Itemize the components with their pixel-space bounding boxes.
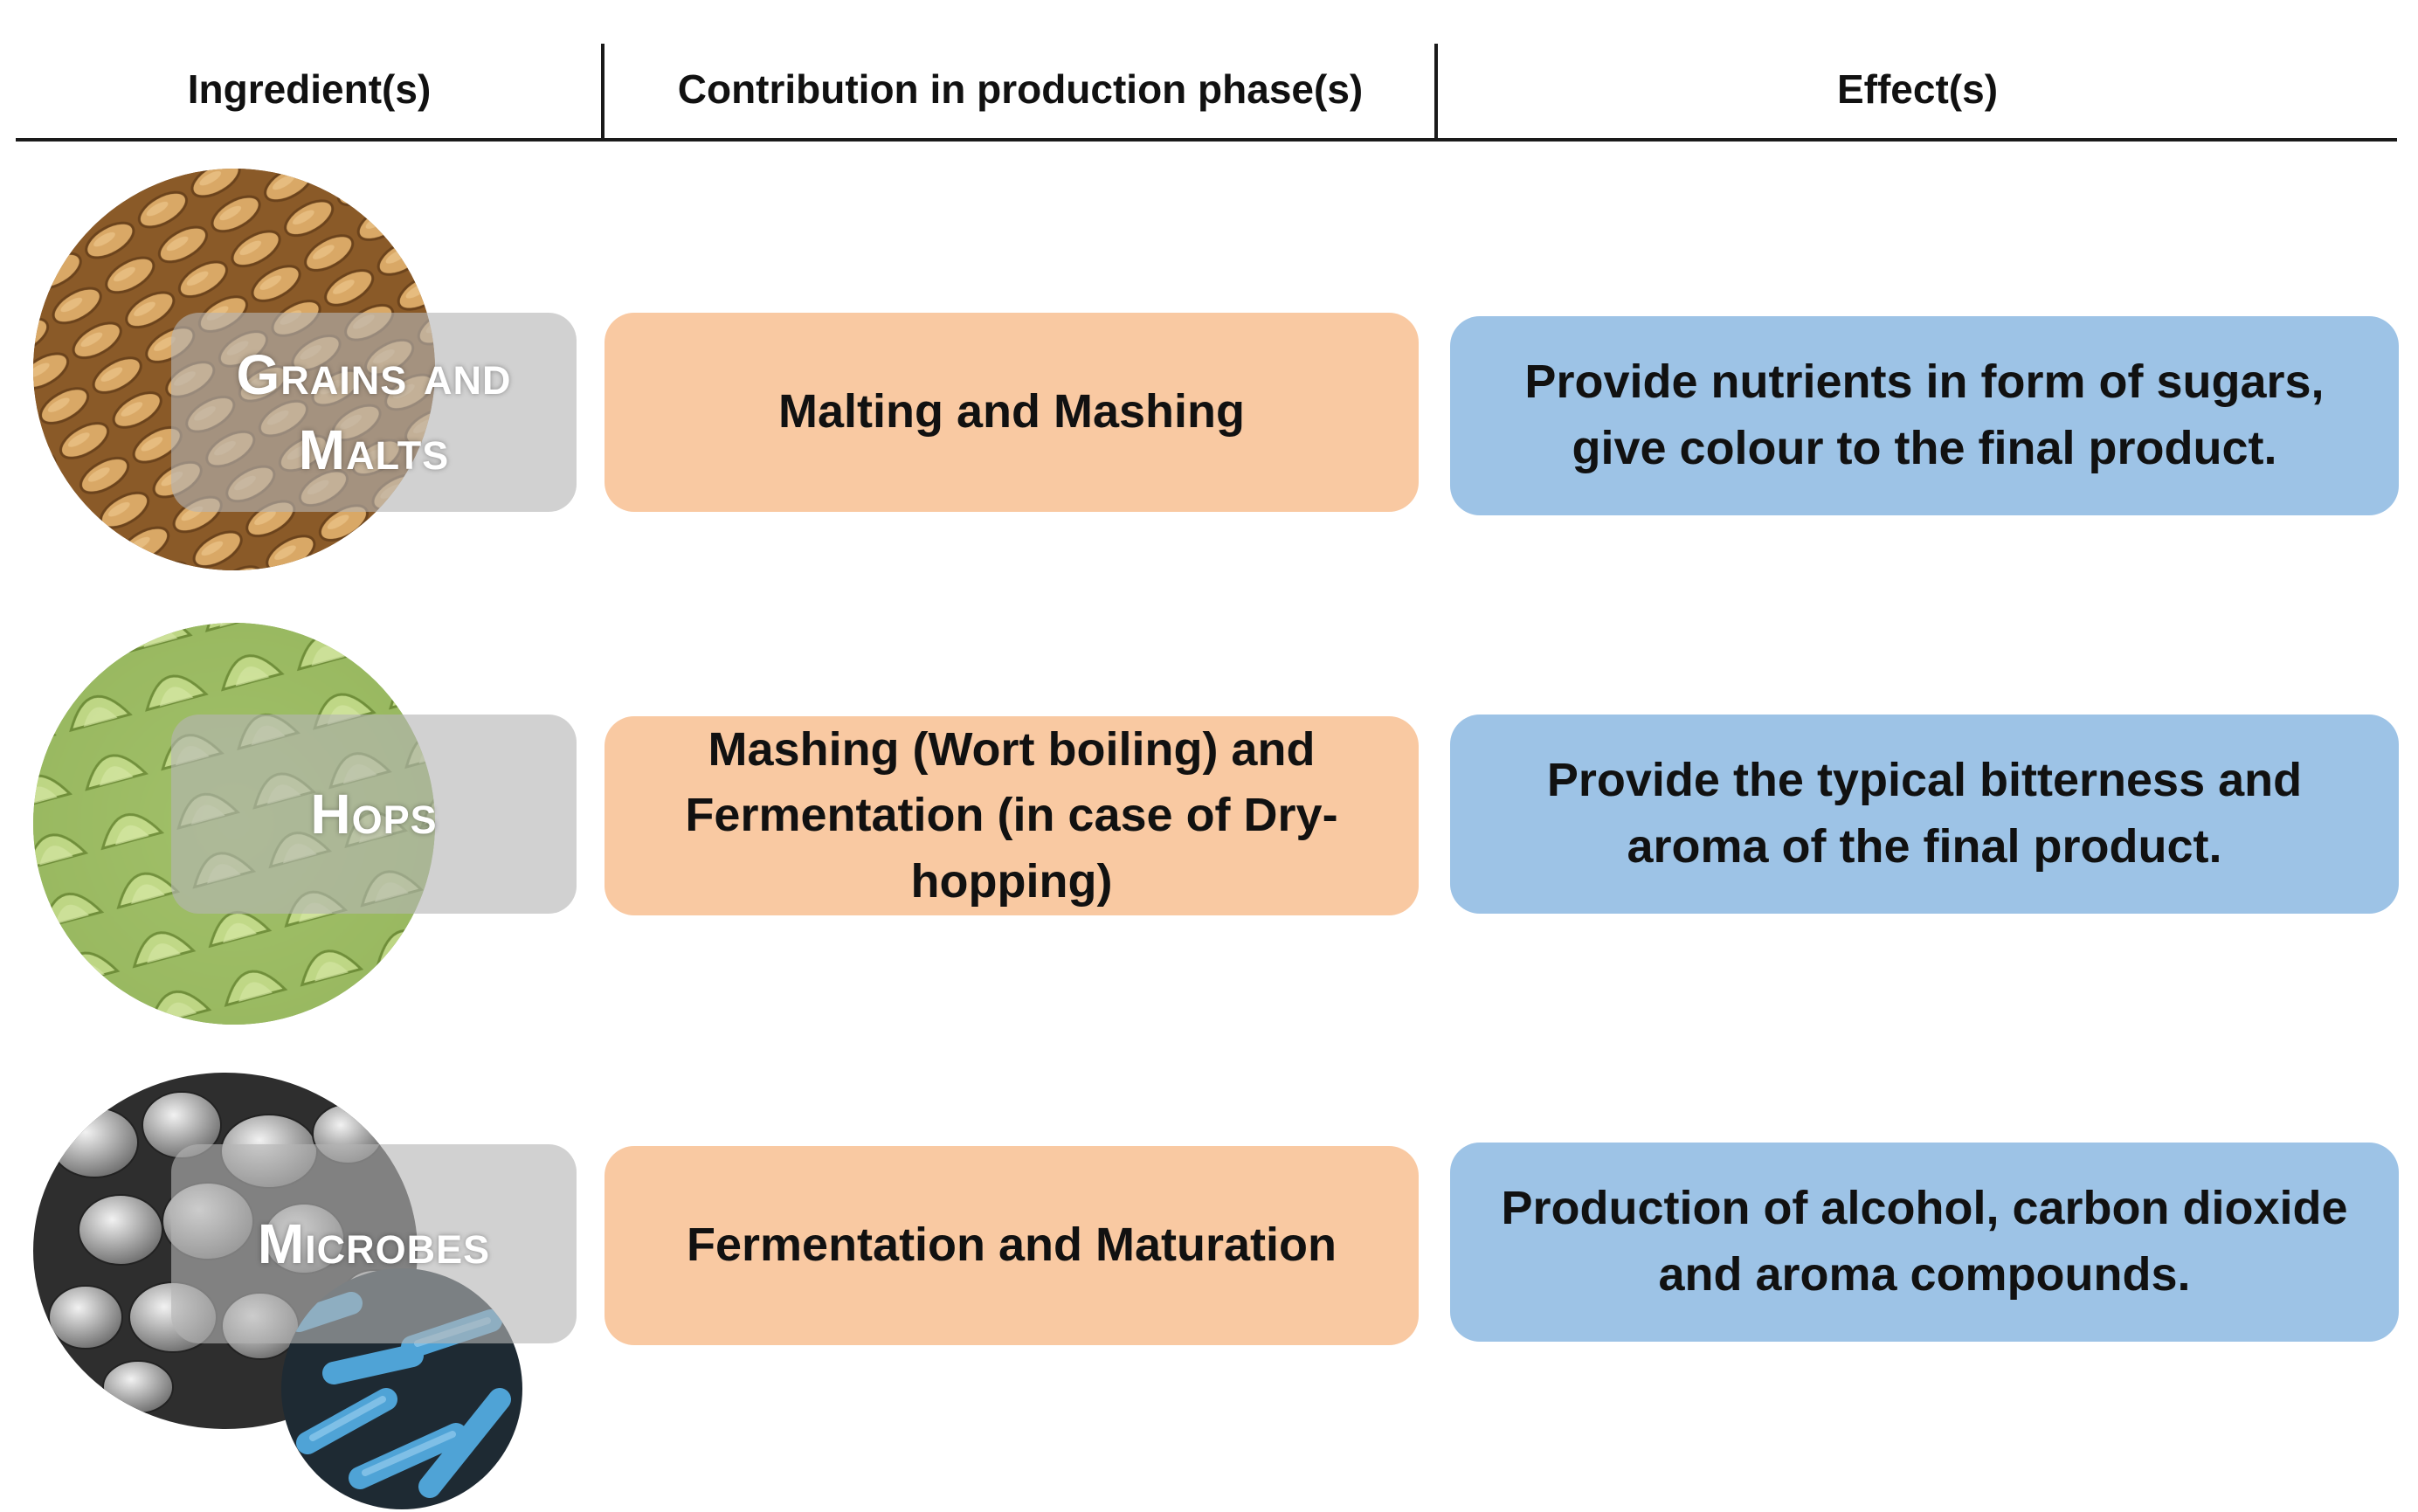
header-ingredients: Ingredient(s): [187, 66, 432, 112]
effect-box-grains: Provide nutrients in form of sugars, giv…: [1450, 316, 2399, 515]
header-contribution: Contribution in production phase(s): [677, 66, 1364, 112]
header-rule: [16, 138, 2397, 142]
ingredient-label-hops: Hops: [171, 715, 577, 914]
ingredient-label-grains: Grains and Malts: [171, 313, 577, 512]
header-effects: Effect(s): [1836, 66, 1999, 112]
header-divider: [1434, 44, 1438, 140]
phase-box-grains: Malting and Mashing: [604, 313, 1419, 512]
effect-box-microbes: Production of alcohol, carbon dioxide an…: [1450, 1143, 2399, 1342]
header-divider: [601, 44, 604, 140]
phase-box-hops: Mashing (Wort boiling) and Fermentation …: [604, 716, 1419, 915]
phase-box-microbes: Fermentation and Maturation: [604, 1146, 1419, 1345]
effect-box-hops: Provide the typical bitterness and aroma…: [1450, 715, 2399, 914]
ingredient-label-microbes: Microbes: [171, 1144, 577, 1343]
